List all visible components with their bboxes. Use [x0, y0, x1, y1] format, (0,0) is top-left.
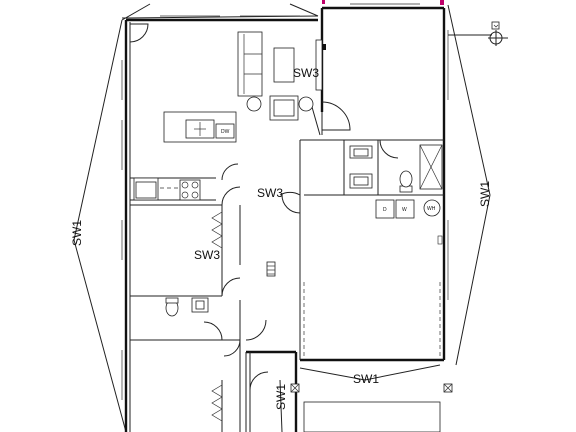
hall-bath	[165, 297, 209, 317]
shower	[419, 144, 443, 190]
water-heater	[423, 199, 441, 217]
master-bath-vanity	[349, 145, 373, 189]
washer	[395, 199, 415, 219]
coffee-table	[273, 47, 295, 83]
dishwasher	[215, 123, 235, 139]
side-table	[246, 96, 262, 112]
shear-wall-leaders	[73, 3, 492, 432]
shear-wall-label: SW3	[194, 248, 220, 262]
windows	[121, 3, 449, 400]
shear-wall-label: SW1	[70, 220, 84, 246]
sofa	[237, 31, 263, 97]
section-marker-icon	[488, 21, 508, 46]
dryer-label: D	[383, 207, 387, 213]
attic-access	[266, 261, 276, 277]
interior-walls	[129, 22, 444, 432]
doors	[129, 23, 399, 391]
armchair	[269, 95, 299, 121]
garage	[303, 235, 443, 356]
refrigerator	[133, 177, 159, 201]
shear-wall-label: SW3	[257, 186, 283, 200]
shear-wall-label: SW1	[478, 181, 492, 207]
tv-console	[315, 39, 326, 91]
shear-wall-label: SW1	[353, 372, 379, 386]
dryer	[375, 199, 395, 219]
accent-mark	[322, 0, 325, 4]
dishwasher-label: DW	[221, 129, 230, 135]
water-heater-label: WH	[427, 206, 436, 212]
washer-label: W	[402, 207, 407, 213]
shear-wall-label: SW3	[293, 66, 319, 80]
side-table	[298, 96, 314, 112]
shear-wall-label: SW1	[274, 384, 288, 410]
toilet	[399, 170, 413, 193]
range-stove	[179, 179, 201, 201]
accent-mark	[440, 0, 444, 5]
closet-doors	[211, 211, 223, 422]
front-porch	[290, 383, 453, 432]
